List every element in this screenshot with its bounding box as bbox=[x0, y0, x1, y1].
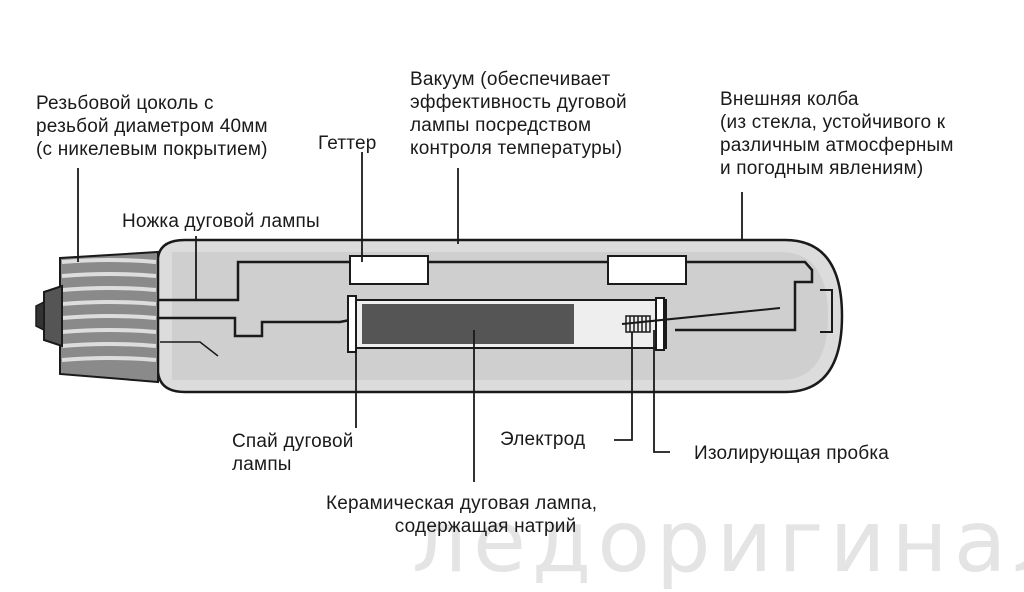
label-electrode: Электрод bbox=[500, 429, 586, 450]
seal-left bbox=[347, 295, 357, 353]
label-arc-stem: Ножка дуговой лампы bbox=[122, 211, 320, 232]
leader-lines bbox=[77, 152, 743, 482]
label-getter: Геттер bbox=[318, 133, 377, 154]
arc-tube-ceramic bbox=[362, 304, 574, 344]
label-threaded-base: Резьбовой цоколь с резьбой диаметром 40м… bbox=[36, 93, 268, 160]
label-outer-bulb: Внешняя колба (из стекла, устойчивого к … bbox=[720, 89, 954, 179]
watermark: ледоригинал bbox=[412, 492, 1024, 592]
label-insulating-plug: Изолирующая пробка bbox=[694, 443, 890, 464]
support-frame bbox=[158, 260, 814, 332]
getter-right bbox=[607, 255, 687, 285]
label-vacuum: Вакуум (обеспечивает эффективность дугов… bbox=[410, 69, 627, 159]
getter-left bbox=[349, 255, 429, 285]
electrode bbox=[621, 307, 781, 333]
label-ceramic-arc-tube: Керамическая дуговая лампа, содержащая н… bbox=[326, 493, 598, 537]
threaded-base bbox=[35, 250, 159, 384]
label-arc-seal: Спай дуговой лампы bbox=[232, 431, 354, 475]
seal-right bbox=[655, 297, 665, 351]
